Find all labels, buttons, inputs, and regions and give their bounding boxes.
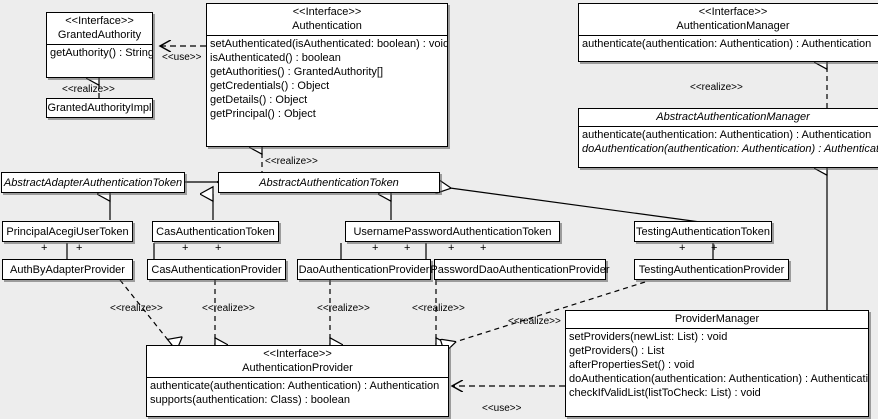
association-marker: + xyxy=(372,242,379,254)
method-item: checkIfValidList(listToCheck: List) : vo… xyxy=(569,387,761,399)
class-cas-authentication-provider[interactable]: CasAuthenticationProvider xyxy=(147,259,286,280)
association-marker: + xyxy=(215,242,222,254)
relationship-label-use-provider-manager: <<use>> xyxy=(482,403,522,414)
class-name: PrincipalAcegiUserToken xyxy=(6,225,129,238)
method-item: setProviders(newList: List) : void xyxy=(569,331,728,343)
class-name: DaoAuthenticationProvider xyxy=(298,263,430,276)
method-item: supports(authentication: Class) : boolea… xyxy=(150,394,350,406)
class-testing-authentication-provider[interactable]: TestingAuthenticationProvider xyxy=(634,259,789,280)
class-password-dao-authentication-provider[interactable]: PasswordDaoAuthenticationProvider xyxy=(430,259,610,280)
method-item: authenticate(authentication: Authenticat… xyxy=(150,380,440,392)
association-marker: + xyxy=(480,242,487,254)
association-marker: + xyxy=(76,242,83,254)
relationship-label-realize-abstract-authentication-manager: <<realize>> xyxy=(690,82,743,93)
class-name: GrantedAuthorityImpl xyxy=(47,102,152,114)
class-username-password-authentication-token[interactable]: UsernamePasswordAuthenticationToken xyxy=(345,221,560,242)
association-marker: + xyxy=(182,242,189,254)
method-item: getDetails() : Object xyxy=(210,94,308,106)
class-header: <<Interface>> AuthenticationManager xyxy=(579,4,878,35)
method-item: authenticate(authentication: Authenticat… xyxy=(582,38,872,50)
association-marker: + xyxy=(448,242,455,254)
class-name: AuthenticationManager xyxy=(676,20,790,32)
relationship-label-realize-password-dao-provider: <<realize>> xyxy=(412,303,465,314)
method-item: getPrincipal() : Object xyxy=(210,108,316,120)
class-name: PasswordDaoAuthenticationProvider xyxy=(430,263,610,276)
class-name: TestingAuthenticationProvider xyxy=(638,263,785,276)
class-name: AuthByAdapterProvider xyxy=(10,263,125,276)
class-auth-by-adapter-provider[interactable]: AuthByAdapterProvider xyxy=(2,259,133,280)
class-cas-authentication-token[interactable]: CasAuthenticationToken xyxy=(152,221,279,242)
method-item: authenticate(authentication: Authenticat… xyxy=(582,129,872,141)
class-name: AbstractAuthenticationToken xyxy=(259,176,399,189)
relationship-label-realize-dao-provider: <<realize>> xyxy=(317,303,370,314)
class-name: GrantedAuthority xyxy=(57,29,142,41)
class-provider-manager[interactable]: ProviderManager setProviders(newList: Li… xyxy=(565,310,869,417)
methods-compartment: setAuthenticated(isAuthenticated: boolea… xyxy=(207,35,447,122)
method-item: isAuthenticated() : boolean xyxy=(210,52,341,64)
class-granted-authority[interactable]: <<Interface>> GrantedAuthority getAuthor… xyxy=(46,12,153,78)
class-testing-authentication-token[interactable]: TestingAuthenticationToken xyxy=(634,221,772,242)
class-abstract-authentication-token[interactable]: AbstractAuthenticationToken xyxy=(218,172,440,193)
methods-compartment: authenticate(authentication: Authenticat… xyxy=(579,126,878,157)
class-authentication-provider[interactable]: <<Interface>> AuthenticationProvider aut… xyxy=(146,345,449,417)
relationship-label-realize-cas-provider: <<realize>> xyxy=(202,303,255,314)
relationship-label-realize-granted-authority-impl: <<realize>> xyxy=(62,84,115,95)
association-marker: + xyxy=(711,242,718,254)
stereotype-label: <<Interface>> xyxy=(263,348,332,360)
association-marker: + xyxy=(41,242,48,254)
relationship-label-realize-auth-by-adapter: <<realize>> xyxy=(110,303,163,314)
class-authentication[interactable]: <<Interface>> Authentication setAuthenti… xyxy=(206,3,448,147)
class-header: <<Interface>> GrantedAuthority xyxy=(47,13,152,44)
class-name: AuthenticationProvider xyxy=(242,362,353,374)
class-header: AbstractAuthenticationManager xyxy=(579,109,878,126)
method-item: getAuthorities() : GrantedAuthority[] xyxy=(210,66,384,78)
relationship-label-realize-provider-manager: <<realize>> xyxy=(508,316,561,327)
stereotype-label: <<Interface>> xyxy=(65,15,134,27)
class-abstract-authentication-manager[interactable]: AbstractAuthenticationManager authentica… xyxy=(578,108,878,168)
class-header: ProviderManager xyxy=(566,311,868,328)
class-authentication-manager[interactable]: <<Interface>> AuthenticationManager auth… xyxy=(578,3,878,62)
methods-compartment: authenticate(authentication: Authenticat… xyxy=(147,377,448,408)
class-granted-authority-impl[interactable]: GrantedAuthorityImpl xyxy=(46,98,153,118)
methods-compartment: setProviders(newList: List) : void getPr… xyxy=(566,328,868,401)
association-marker: + xyxy=(404,242,411,254)
class-name: CasAuthenticationProvider xyxy=(151,263,282,276)
methods-compartment: authenticate(authentication: Authenticat… xyxy=(579,35,878,52)
class-name: TestingAuthenticationToken xyxy=(636,225,770,238)
relationship-label-use-granted-authority: <<use>> xyxy=(162,52,202,63)
association-marker: + xyxy=(679,242,686,254)
method-item: getProviders() : List xyxy=(569,345,665,357)
methods-compartment: getAuthority() : String xyxy=(47,44,152,61)
method-item: getCredentials() : Object xyxy=(210,80,330,92)
class-abstract-adapter-authentication-token[interactable]: AbstractAdapterAuthenticationToken xyxy=(1,172,185,193)
class-name: Authentication xyxy=(292,20,362,32)
class-name: ProviderManager xyxy=(674,313,760,325)
method-item: getAuthority() : String xyxy=(50,47,152,59)
class-name: AbstractAdapterAuthenticationToken xyxy=(3,176,183,189)
method-item: doAuthentication(authentication: Authent… xyxy=(569,373,868,385)
class-name: AbstractAuthenticationManager xyxy=(656,111,810,123)
class-principal-acegi-user-token[interactable]: PrincipalAcegiUserToken xyxy=(2,221,133,242)
stereotype-label: <<Interface>> xyxy=(698,6,768,18)
class-name: UsernamePasswordAuthenticationToken xyxy=(353,225,552,238)
method-item: setAuthenticated(isAuthenticated: boolea… xyxy=(210,38,447,50)
class-header: <<Interface>> AuthenticationProvider xyxy=(147,346,448,377)
stereotype-label: <<Interface>> xyxy=(292,6,362,18)
class-header: <<Interface>> Authentication xyxy=(207,4,447,35)
relationship-label-realize-abstract-authentication-token: <<realize>> xyxy=(265,156,318,167)
method-item: doAuthentication(authentication: Authent… xyxy=(582,143,878,155)
class-name: CasAuthenticationToken xyxy=(156,225,275,238)
method-item: afterPropertiesSet() : void xyxy=(569,359,695,371)
class-dao-authentication-provider[interactable]: DaoAuthenticationProvider xyxy=(297,259,431,280)
